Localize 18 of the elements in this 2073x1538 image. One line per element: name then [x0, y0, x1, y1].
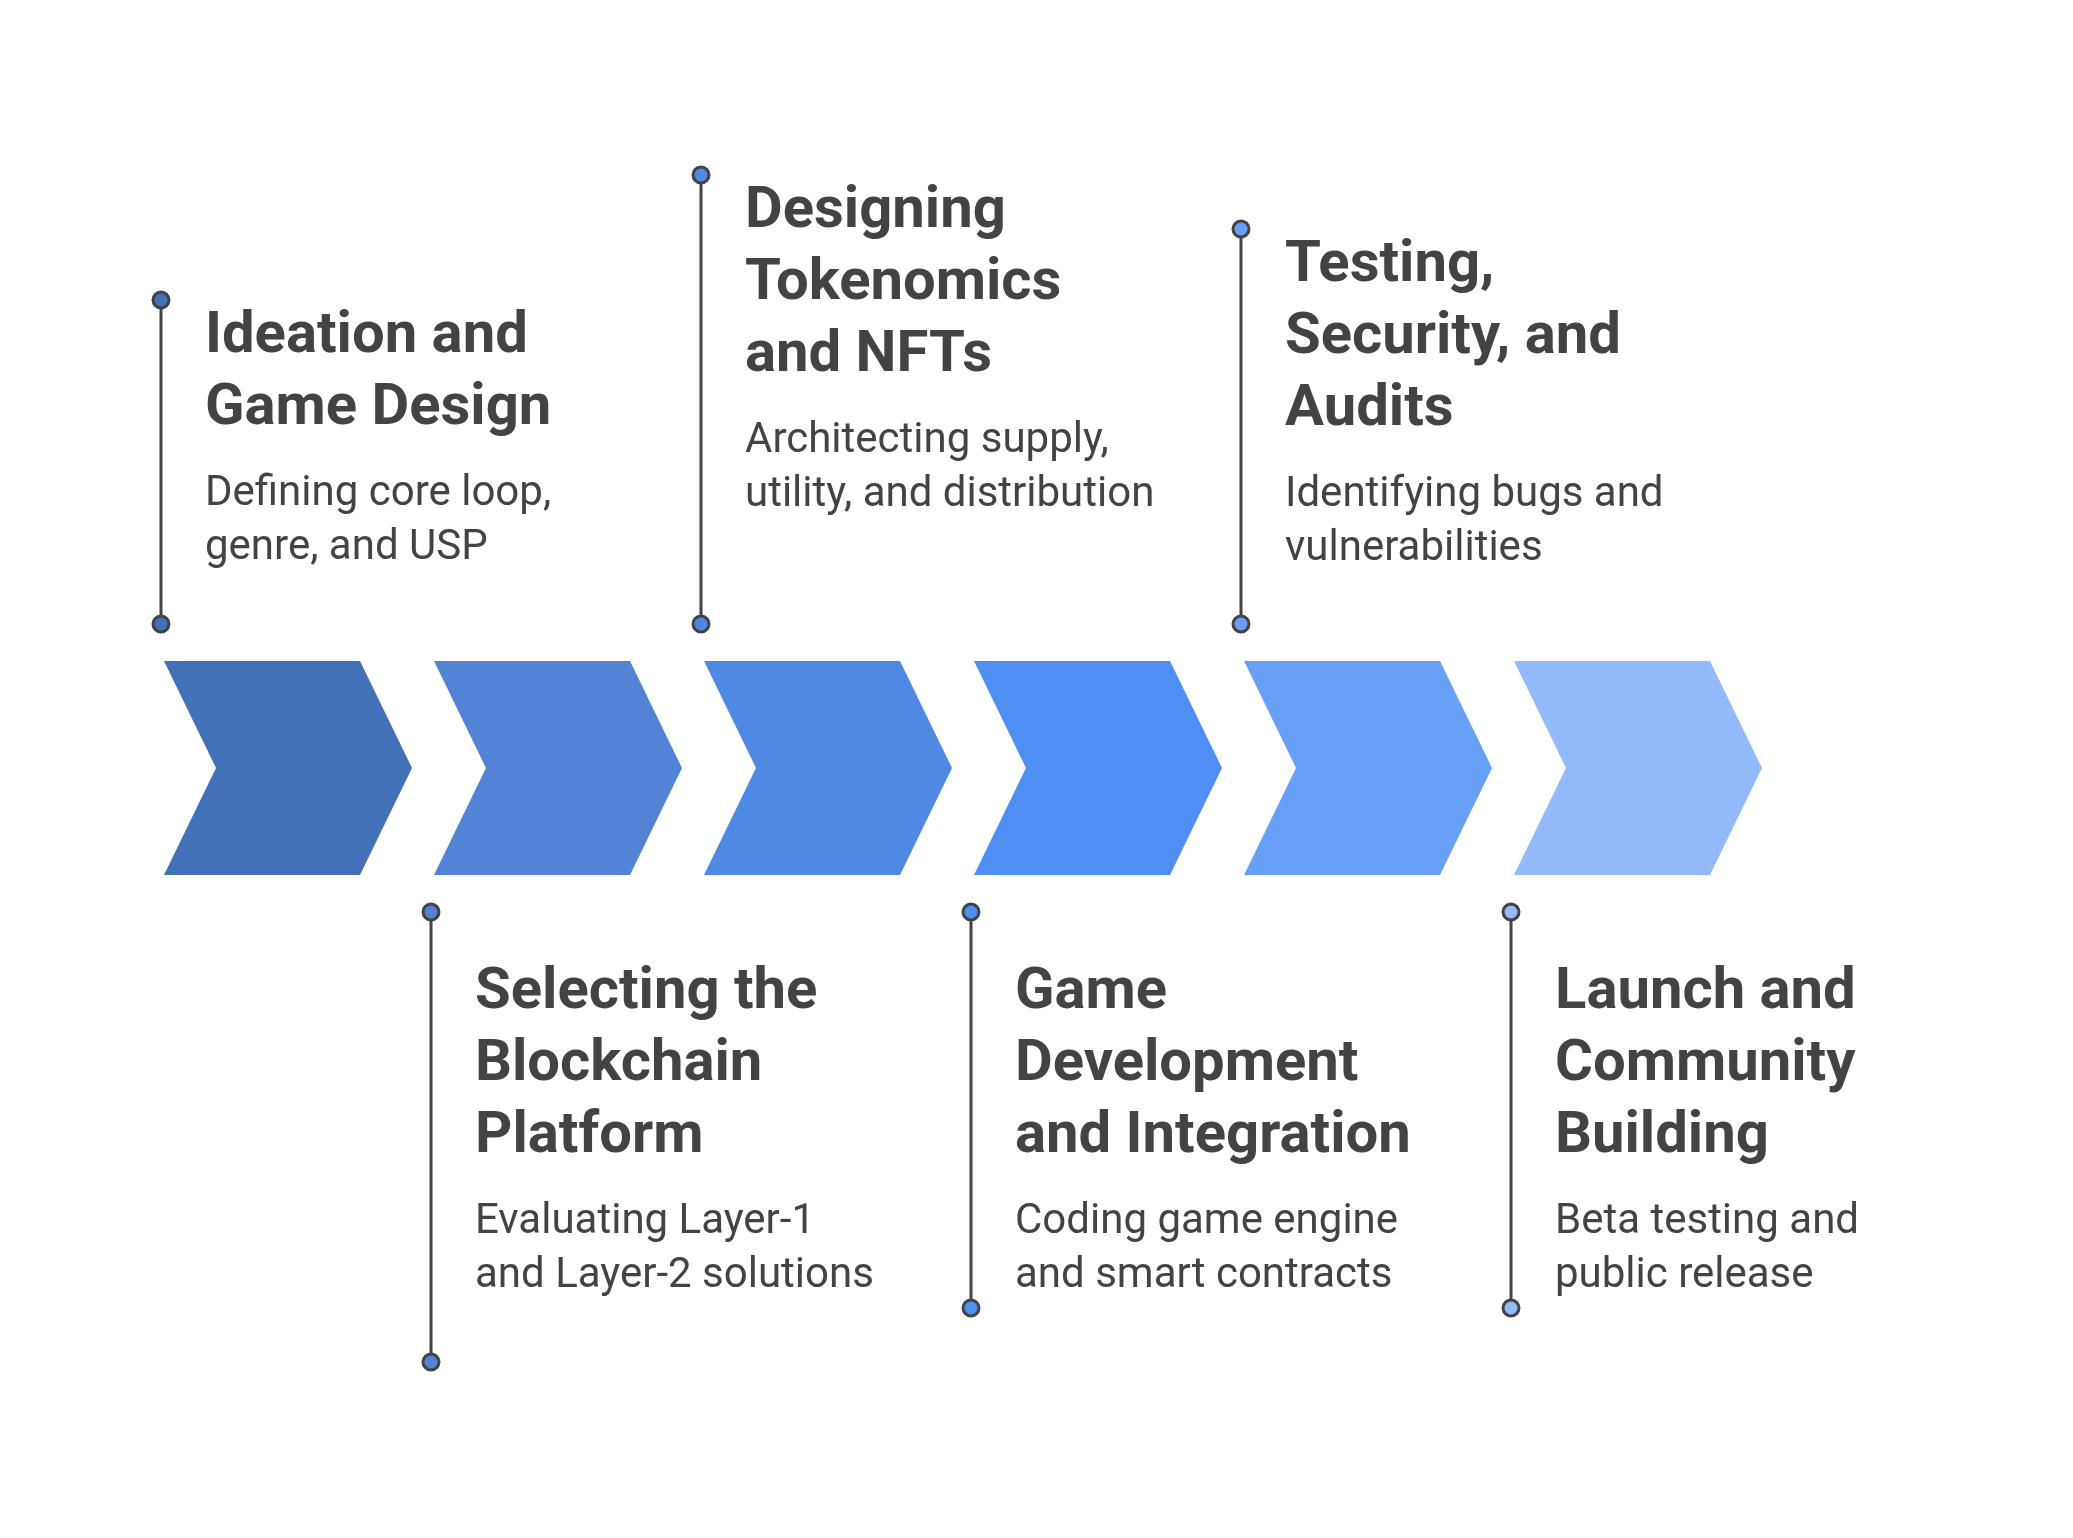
step-heading: Launch and Community Building	[1555, 953, 1857, 1168]
chevron-step	[1514, 661, 1762, 875]
step-heading: Ideation and Game Design	[205, 297, 553, 440]
chevron-step	[434, 661, 682, 875]
step-heading: Designing Tokenomics and NFTs	[745, 172, 1063, 387]
step-heading: Testing, Security, and Audits	[1285, 226, 1622, 441]
step-description: Evaluating Layer-1 and Layer-2 solutions	[475, 1193, 875, 1299]
chevron-step	[704, 661, 952, 875]
step-description: Identifying bugs and vulnerabilities	[1285, 466, 1665, 572]
step-description: Beta testing and public release	[1555, 1193, 1860, 1299]
step-heading: Selecting the Blockchain Platform	[475, 953, 819, 1168]
step-heading: Game Development and Integration	[1015, 953, 1412, 1168]
step-description: Architecting supply, utility, and distribution	[745, 412, 1156, 518]
chevron-step	[164, 661, 412, 875]
chevron-step	[1244, 661, 1492, 875]
step-description: Coding game engine and smart contracts	[1015, 1193, 1400, 1299]
step-description: Defining core loop, genre, and USP	[205, 465, 553, 571]
chevron-step	[974, 661, 1222, 875]
